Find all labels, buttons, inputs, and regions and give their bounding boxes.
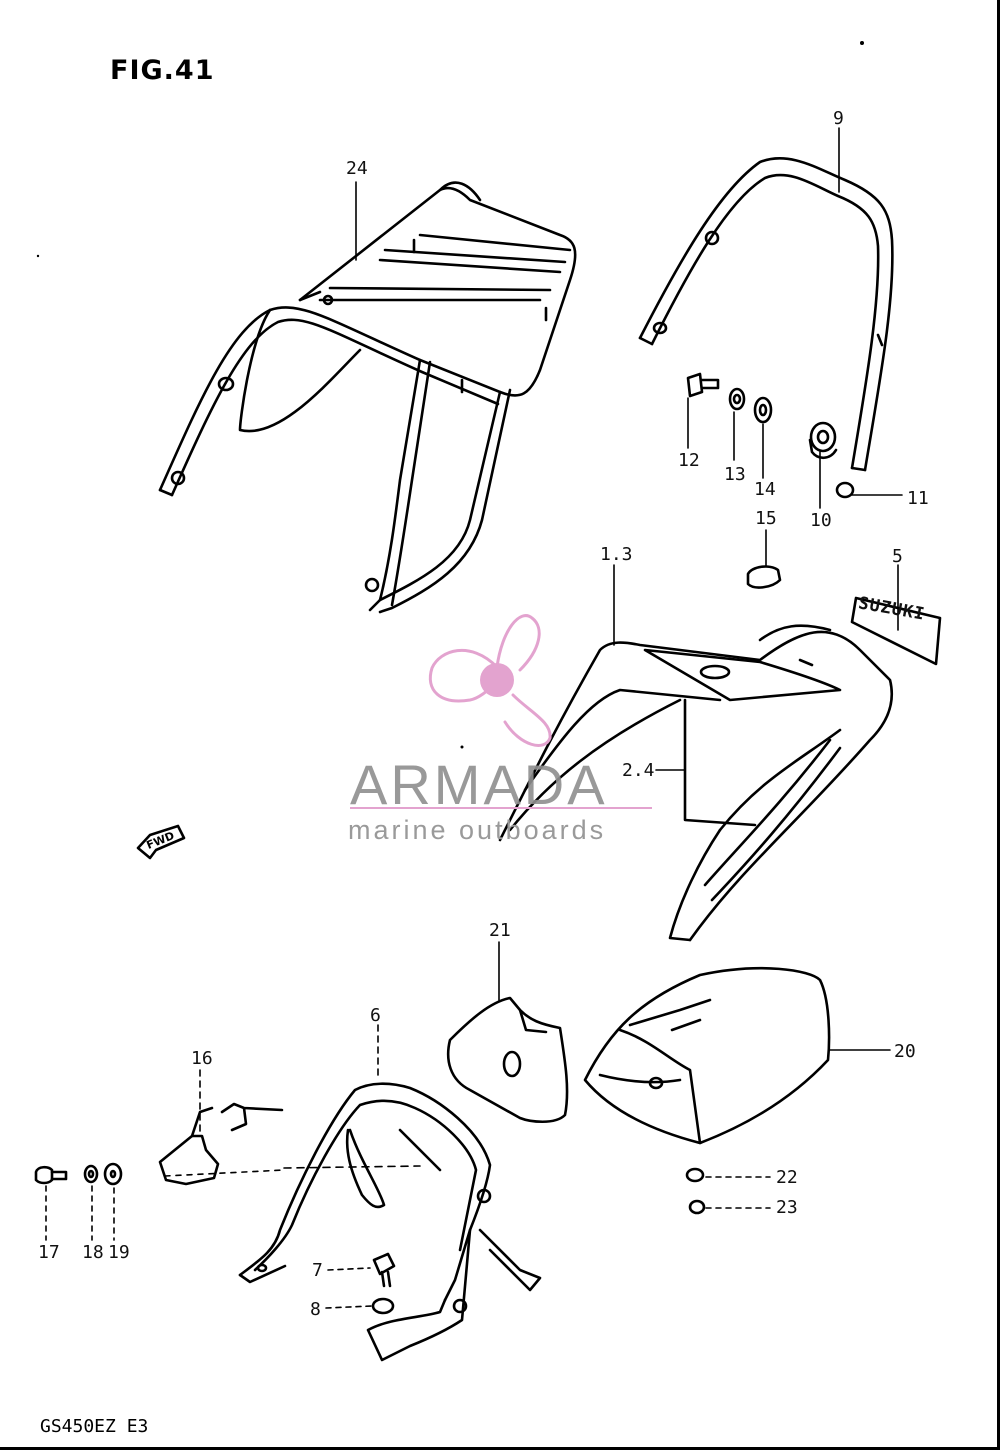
part-label-17: 17 [38,1242,60,1263]
carrier-rack-part-24 [158,181,577,614]
part-label-23: 23 [776,1197,798,1218]
part-label-1-3: 1.3 [600,544,633,565]
part-label-16: 16 [191,1048,213,1069]
bracket-part-6 [238,1082,542,1362]
part-label-9: 9 [833,108,844,129]
part-label-19: 19 [108,1242,130,1263]
lock-bracket-part-16 [158,1102,284,1186]
fastener-group-lower [34,1162,706,1315]
part-label-15: 15 [755,508,777,529]
part-label-6: 6 [370,1005,381,1026]
watermark-tagline: marine outboards [348,815,607,845]
part-label-7: 7 [312,1260,323,1281]
leader-lines [45,127,903,1309]
part-label-12: 12 [678,450,700,471]
watermark-brand: ARMADA [350,753,608,816]
part-label-20: 20 [894,1041,916,1062]
fastener-group-upper [686,372,855,499]
part-label-5: 5 [892,546,903,567]
propeller-logo-icon [428,614,552,747]
toolbox-lid-part-21 [446,996,569,1124]
grab-rail-part-9 [638,157,894,472]
fwd-arrow [136,824,186,860]
rubber-cushion-part-15 [746,565,782,589]
part-label-8: 8 [310,1299,321,1320]
part-label-24: 24 [346,158,368,179]
part-label-10: 10 [810,510,832,531]
part-label-14: 14 [754,479,776,500]
watermark-divider [350,807,652,809]
part-label-11: 11 [907,488,929,509]
part-label-2-4: 2.4 [622,760,655,781]
part-label-22: 22 [776,1167,798,1188]
print-specks [36,41,864,749]
part-label-13: 13 [724,464,746,485]
part-label-21: 21 [489,920,511,941]
figure-title: FIG.41 [110,55,215,86]
part-label-18: 18 [82,1242,104,1263]
tail-cover-part-1-3 [498,624,894,942]
seat-tray-part-20 [583,966,831,1145]
model-code: GS450EZ E3 [40,1416,149,1437]
emblem-plate-part-5 [850,596,942,666]
